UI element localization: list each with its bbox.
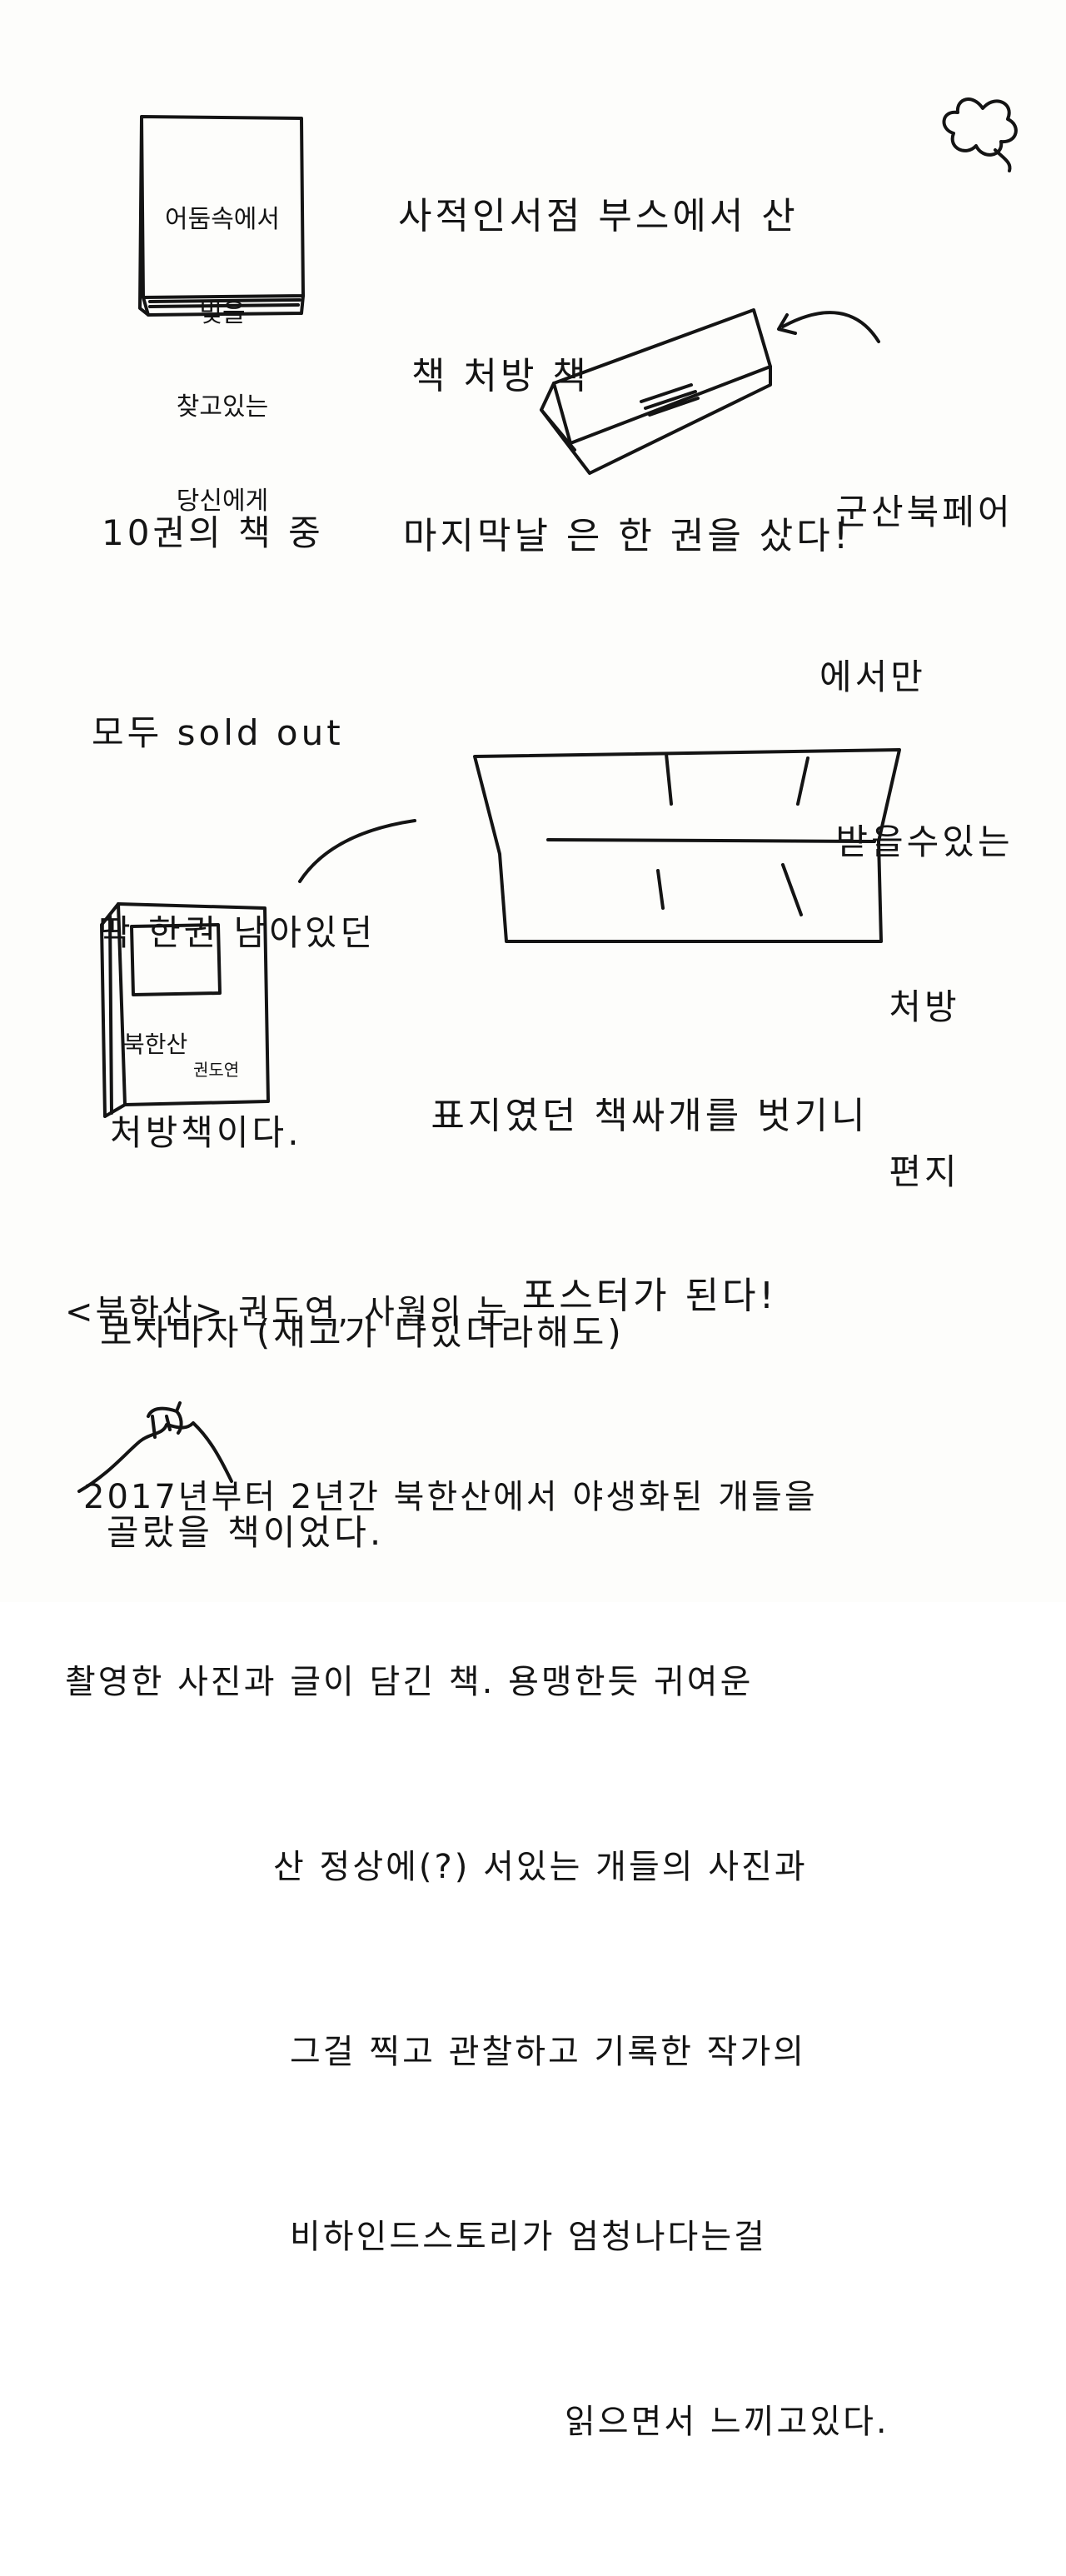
poster-note-line: 표지였던 책싸개를 벗기니: [431, 1095, 869, 1137]
book2-cover-author: 권도연: [193, 1060, 240, 1080]
book2-cover-title: 북한산: [123, 1031, 188, 1058]
book2-sketch-icon: [100, 902, 270, 1118]
book1-cover-title: 어둠속에서 빛을 찾고있는 당신에게: [152, 142, 293, 579]
review-line: 읽으면서 느끼고있다.: [565, 2403, 889, 2441]
arrow-icon: [777, 311, 880, 343]
letter-note-line: 에서만: [819, 656, 926, 697]
intro-text: 사적인서점 부스에서 산 책 처방 책 마지막날 은 한 권을 샀다!: [398, 83, 851, 670]
poster-sheet-icon: [473, 748, 901, 943]
review-line: 촬영한 사진과 글이 담긴 책. 용맹한듯 귀여운: [65, 1663, 754, 1701]
poster-note-text: 표지였던 책싸개를 벗기니 포스터가 된다!: [350, 966, 949, 1446]
journal-page: 어둠속에서 빛을 찾고있는 당신에게 사적인서점 부스에서 산 책 처방 책 마…: [65, 83, 1033, 2441]
story-line: 골랐을 책이었다.: [107, 1512, 385, 1553]
story-line: 처방책이다.: [110, 1112, 302, 1153]
intro-line: 책 처방 책: [411, 355, 590, 397]
story-text: 10권의 책 중 모두 sold out 딱 한권 남아있던 처방책이다. 보자…: [92, 367, 625, 1700]
letter-note-text: 군산북페어 에서만 받을수있는 처방 편지: [816, 375, 1033, 1310]
book1-cover-line: 당신에게: [176, 486, 269, 516]
review-line: <북한산> 권도연, 사월의 눈: [65, 1293, 510, 1331]
folded-letter-icon: [540, 308, 772, 475]
ink-sketches: [77, 97, 1018, 1493]
letter-note-line: 받을수있는: [835, 821, 1014, 862]
connector-curve: [298, 819, 416, 883]
story-line: 10권의 책 중: [102, 512, 324, 553]
review-line: 그걸 찍고 관찰하고 기록한 작가의: [290, 2033, 807, 2071]
book1-cover-line: 어둠속에서: [165, 205, 280, 234]
intro-line: 마지막날 은 한 권을 샀다!: [403, 515, 852, 557]
letter-note-line: 편지: [889, 1151, 960, 1192]
book1-cover-line: 찾고있는: [176, 392, 269, 422]
book1-cover-line: 빛을: [199, 298, 246, 328]
letter-note-line: 군산북페어: [835, 492, 1014, 532]
story-line: 보자마자 (재고가 다있더라해도): [100, 1312, 625, 1353]
intro-line: 사적인서점 부스에서 산: [398, 195, 799, 237]
review-line: 비하인드스토리가 엄청나다는걸: [290, 2218, 767, 2256]
review-line: 산 정상에(?) 서있는 개들의 사진과: [273, 1848, 808, 1886]
letter-note-line: 처방: [889, 986, 960, 1027]
book-sketch-icon: [138, 115, 305, 317]
review-text: <북한산> 권도연, 사월의 눈 2017년부터 2년간 북한산에서 야생화된 …: [65, 1158, 889, 2576]
story-line: 딱 한권 남아있던: [98, 912, 376, 953]
poster-note-line: 포스터가 된다!: [521, 1275, 778, 1317]
review-line: 2017년부터 2년간 북한산에서 야생화된 개들을: [83, 1478, 818, 1516]
story-line: 모두 sold out: [92, 712, 344, 753]
flower-icon: [942, 97, 1018, 172]
mountain-dog-icon: [77, 1401, 233, 1493]
